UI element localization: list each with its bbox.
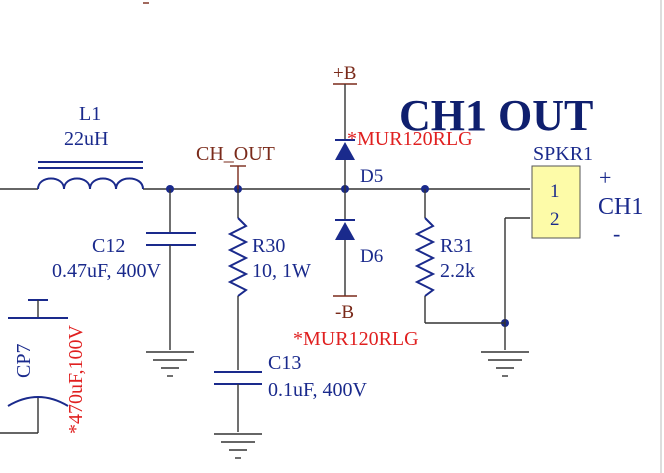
d6-ref-label: D6: [360, 246, 383, 267]
net-label-ch-out: CH_OUT: [196, 143, 275, 165]
c13-value-label: 0.1uF, 400V: [268, 379, 368, 401]
c13-ref-label: C13: [268, 352, 301, 374]
connector-name-label: CH1: [598, 194, 643, 220]
spkr1-pin-1: 1: [550, 181, 560, 202]
speaker-connector-spkr1: [531, 165, 581, 239]
capacitor-cp7: [0, 299, 69, 434]
d6-part-number: *MUR120RLG: [293, 328, 419, 350]
cp7-value-label: *470uF,100V: [65, 324, 87, 434]
speaker-return-wire: [504, 217, 530, 350]
c12-value-label: 0.47uF, 400V: [52, 260, 162, 282]
spkr1-ref-label: SPKR1: [533, 143, 593, 165]
diode-d6: [333, 189, 357, 297]
net-label-minus-b: -B: [335, 302, 354, 323]
net-label-plus-b: +B: [333, 63, 356, 84]
ground-symbol: [146, 351, 194, 377]
l1-ref-label: L1: [79, 103, 101, 125]
cp7-ref-label: CP7: [13, 344, 35, 378]
capacitor-c13: [214, 371, 262, 432]
resistor-r31: [414, 189, 505, 324]
inductor-l1: [37, 161, 144, 190]
c12-ref-label: C12: [92, 235, 125, 257]
d5-part-number: *MUR120RLG: [347, 128, 473, 150]
ground-symbol: [481, 351, 529, 377]
connector-minus-label: -: [613, 221, 620, 246]
ch-out-net-stub: [230, 165, 246, 189]
r30-value-label: 10, 1W: [252, 260, 311, 282]
resistor-r30: [227, 189, 249, 370]
connector-plus-label: +: [599, 165, 611, 190]
spkr1-pin-2: 2: [550, 209, 560, 230]
r31-value-label: 2.2k: [440, 260, 475, 282]
capacitor-c12: [146, 189, 196, 350]
d5-ref-label: D5: [360, 166, 383, 187]
diode-d5: [333, 83, 357, 189]
schematic-title: CH1 OUT: [399, 91, 593, 140]
r30-ref-label: R30: [252, 235, 285, 257]
r31-ref-label: R31: [440, 235, 473, 257]
ground-symbol: [214, 433, 262, 459]
l1-value-label: 22uH: [64, 128, 108, 150]
